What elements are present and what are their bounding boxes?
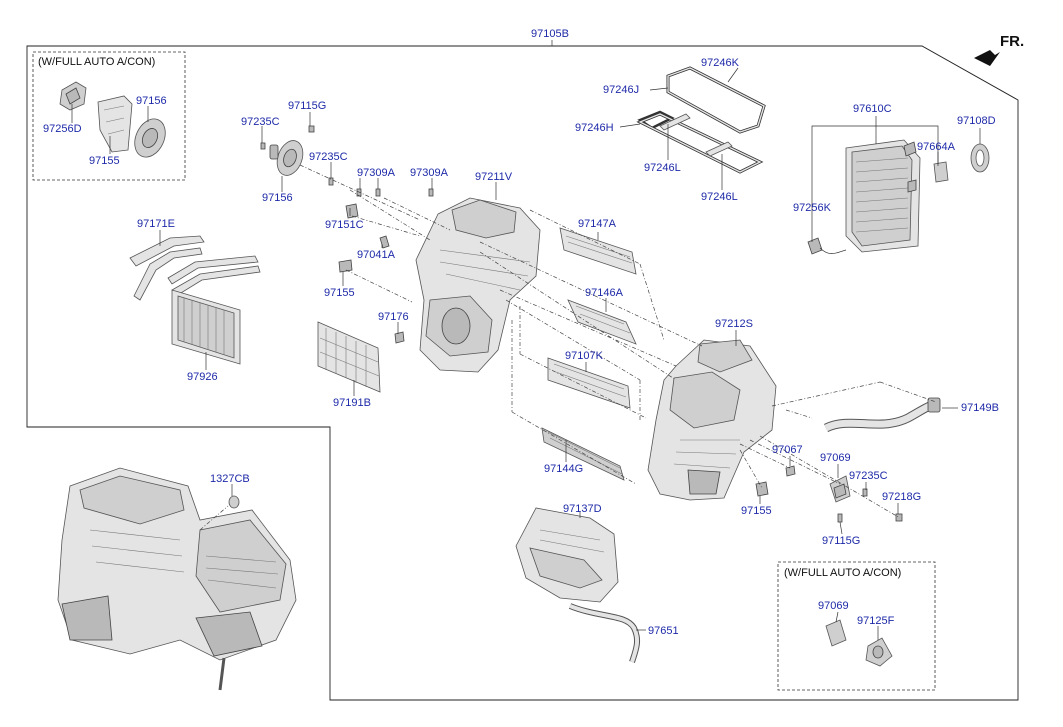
part-97149B-hose-shape xyxy=(823,397,941,433)
label-97246K[interactable]: 97246K xyxy=(701,57,739,69)
part-97108D-shape xyxy=(970,143,990,173)
part-97069-option-shape xyxy=(825,619,847,647)
label-97218G[interactable]: 97218G xyxy=(882,491,922,503)
label-97651[interactable]: 97651 xyxy=(648,625,679,637)
part-97156-actuator2-shape xyxy=(269,140,304,176)
direction-label: FR. xyxy=(1000,33,1025,50)
label-97256D[interactable]: 97256D xyxy=(43,123,82,135)
part-97069-actuator-shape xyxy=(829,475,851,503)
part-97256K-sensor-shape xyxy=(807,237,847,255)
part-97256D-shape xyxy=(59,81,87,111)
label-97041A[interactable]: 97041A xyxy=(357,249,395,261)
part-97144G-door-shape xyxy=(541,427,625,481)
label-97151C[interactable]: 97151C xyxy=(325,219,364,231)
part-97155-bracket-shape xyxy=(97,95,133,153)
leader-lines xyxy=(71,67,981,640)
label-97926[interactable]: 97926 xyxy=(187,371,218,383)
assembled-unit-shape xyxy=(57,467,297,691)
option-note-top: (W/FULL AUTO A/CON) xyxy=(38,56,156,68)
label-97067[interactable]: 97067 xyxy=(772,444,803,456)
part-97651-hose-shape xyxy=(568,603,641,663)
option-box-top xyxy=(32,51,186,181)
label-97115G-right[interactable]: 97115G xyxy=(822,535,861,547)
label-97149B[interactable]: 97149B xyxy=(961,402,999,414)
label-assembly-97105B[interactable]: 97105B xyxy=(531,28,569,40)
label-97108D[interactable]: 97108D xyxy=(957,115,996,127)
part-97212S-case-shape xyxy=(647,339,777,501)
label-97146A[interactable]: 97146A xyxy=(585,287,623,299)
part-97107K-door-shape xyxy=(547,357,631,409)
label-97235C-left[interactable]: 97235C xyxy=(241,116,280,128)
part-97664A-shape xyxy=(933,161,949,183)
label-97137D[interactable]: 97137D xyxy=(563,503,602,515)
part-97926-heater-core-shape xyxy=(171,289,241,365)
label-97107K[interactable]: 97107K xyxy=(565,350,603,362)
label-97211V[interactable]: 97211V xyxy=(475,171,513,183)
label-97309A-b[interactable]: 97309A xyxy=(410,167,448,179)
label-97246L-b[interactable]: 97246L xyxy=(701,191,738,203)
label-97155-left[interactable]: 97155 xyxy=(324,287,355,299)
label-97246J[interactable]: 97246J xyxy=(603,84,640,96)
option-box-bottom xyxy=(777,561,936,691)
label-97256K[interactable]: 97256K xyxy=(793,202,831,214)
label-97309A-a[interactable]: 97309A xyxy=(357,167,395,179)
label-97069-option[interactable]: 97069 xyxy=(818,600,849,612)
assembly-lines xyxy=(199,164,937,531)
part-97147A-door-shape xyxy=(559,227,637,275)
label-97235C-mid[interactable]: 97235C xyxy=(309,151,348,163)
label-97246H[interactable]: 97246H xyxy=(575,122,614,134)
label-97069-right[interactable]: 97069 xyxy=(820,452,851,464)
front-arrow-icon xyxy=(974,50,1000,66)
label-97176[interactable]: 97176 xyxy=(378,311,409,323)
label-97147A[interactable]: 97147A xyxy=(578,218,616,230)
label-97191B[interactable]: 97191B xyxy=(333,397,371,409)
label-97125F[interactable]: 97125F xyxy=(857,615,895,627)
option-note-bottom: (W/FULL AUTO A/CON) xyxy=(784,567,902,579)
part-97246-filter-frame-shape xyxy=(636,66,766,174)
label-97156-left[interactable]: 97156 xyxy=(262,192,293,204)
part-97137D-case-shape xyxy=(515,507,619,603)
label-97235C-right[interactable]: 97235C xyxy=(849,470,888,482)
label-97664A[interactable]: 97664A xyxy=(917,141,955,153)
part-97191B-filter-shape xyxy=(317,321,381,393)
label-97155-right[interactable]: 97155 xyxy=(741,505,772,517)
part-97125F-shape xyxy=(865,637,893,667)
label-97115G-top[interactable]: 97115G xyxy=(288,100,327,112)
part-97171E-pipes-shape xyxy=(129,235,261,301)
assembly-frame xyxy=(26,45,1019,701)
label-97610C[interactable]: 97610C xyxy=(853,103,892,115)
label-97171E[interactable]: 97171E xyxy=(137,218,175,230)
label-97155-top[interactable]: 97155 xyxy=(89,155,120,167)
label-97144G[interactable]: 97144G xyxy=(544,463,584,475)
part-97211V-case-shape xyxy=(415,197,541,373)
label-97246L-a[interactable]: 97246L xyxy=(644,162,681,174)
label-97156-top[interactable]: 97156 xyxy=(136,95,167,107)
part-97156-actuator-shape xyxy=(134,118,166,158)
part-97610C-evaporator-shape xyxy=(845,139,921,253)
label-97212S[interactable]: 97212S xyxy=(715,318,753,330)
part-97146A-door-shape xyxy=(567,299,637,345)
label-1327CB[interactable]: 1327CB xyxy=(210,473,250,485)
